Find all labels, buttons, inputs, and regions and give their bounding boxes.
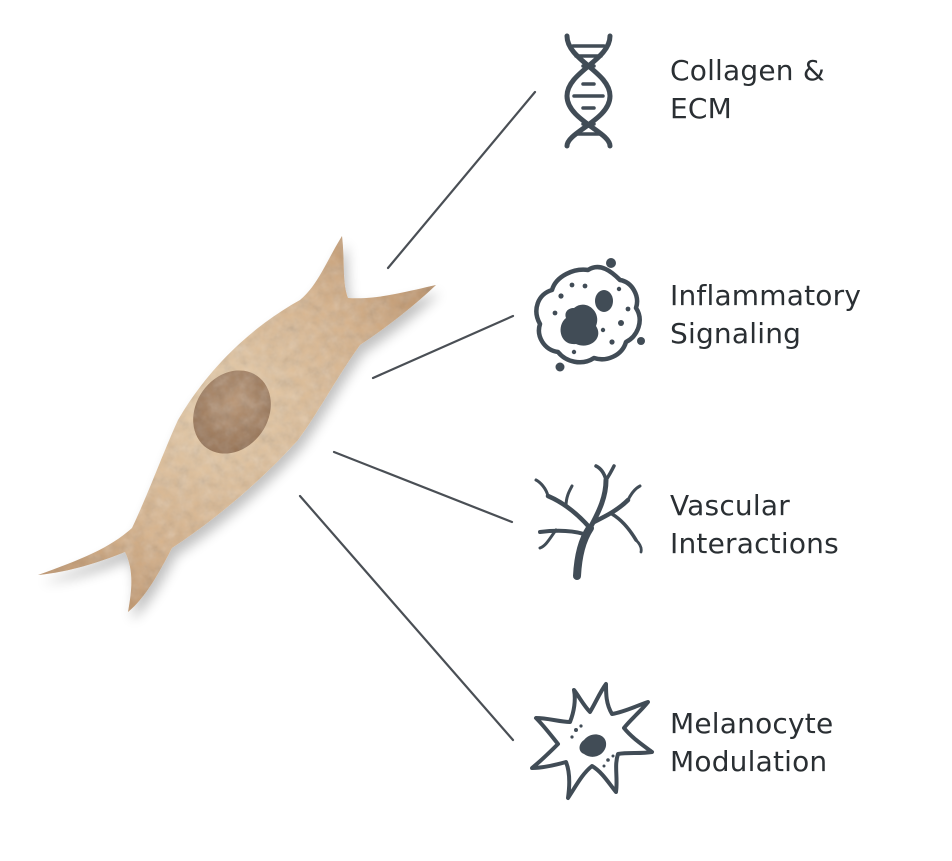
connector-line-collagen <box>386 90 537 270</box>
connector-line-inflammatory <box>371 314 515 380</box>
blood-vessel-branch-icon <box>534 464 643 580</box>
label-melanocyte-modulation: Melanocyte Modulation <box>670 705 833 781</box>
dna-helix-icon <box>564 33 613 149</box>
label-collagen-ecm: Collagen & ECM <box>670 52 825 128</box>
label-inflammatory-signaling: Inflammatory Signaling <box>670 277 861 353</box>
connector-line-vascular <box>332 450 514 524</box>
label-collagen-line2: ECM <box>670 92 733 125</box>
label-vascular-interactions: Vascular Interactions <box>670 487 839 563</box>
immune-cell-icon <box>534 258 645 372</box>
fibroblast-cell-illustration <box>38 236 436 612</box>
cell-nucleus-texture <box>193 370 271 454</box>
label-inflammatory-line2: Signaling <box>670 317 802 350</box>
label-vascular-line1: Vascular <box>670 489 790 522</box>
label-vascular-line2: Interactions <box>670 527 839 560</box>
label-melanocyte-line2: Modulation <box>670 745 828 778</box>
label-collagen-line1: Collagen & <box>670 54 825 87</box>
melanocyte-icon <box>530 682 654 800</box>
label-inflammatory-line1: Inflammatory <box>670 279 862 312</box>
label-melanocyte-line1: Melanocyte <box>670 707 834 740</box>
connector-line-melanocyte <box>298 494 515 742</box>
